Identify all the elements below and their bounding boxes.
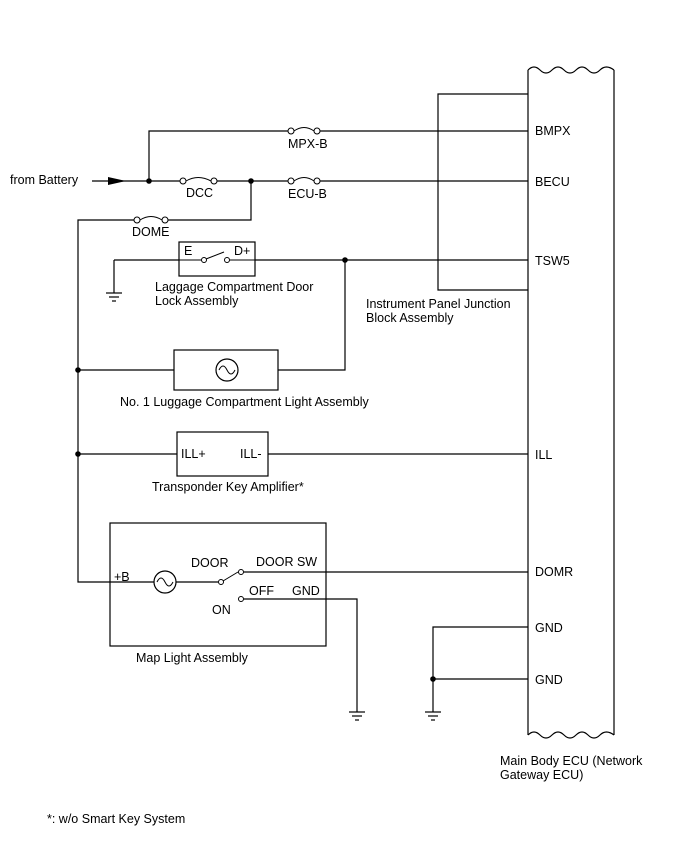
mpx-b-fuse — [287, 127, 321, 135]
footnote: *: w/o Smart Key System — [47, 812, 185, 826]
map-light-assembly — [109, 522, 327, 647]
tsw5-circuit — [106, 241, 528, 302]
ground-icon — [349, 711, 365, 721]
transponder-name: Transponder Key Amplifier* — [152, 480, 304, 494]
pin-b-plus-label: +B — [114, 570, 130, 584]
battery-label: from Battery — [10, 173, 79, 187]
terminal-gnd-2: GND — [535, 673, 563, 687]
pin-d-plus-label: D+ — [234, 244, 250, 258]
map-light-circuit — [109, 522, 528, 721]
switch-off-label: OFF — [249, 584, 274, 598]
transponder-key-amplifier — [176, 431, 269, 477]
becu-circuit — [92, 177, 528, 185]
battery-arrow-icon — [108, 177, 126, 185]
switch-icon — [179, 251, 255, 263]
pin-gnd-label: GND — [292, 584, 320, 598]
ground-icon — [106, 292, 122, 302]
bulb-icon — [215, 358, 239, 382]
mpx-b-fuse-label: MPX-B — [288, 137, 328, 151]
switch-icon — [218, 569, 244, 602]
pin-door-sw-label: DOOR SW — [256, 555, 317, 569]
ip-junction-block-outline — [437, 93, 528, 291]
terminal-becu: BECU — [535, 175, 570, 189]
ill-circuit — [78, 431, 528, 477]
ecu-ground-circuit — [425, 626, 528, 721]
ip-junction-name-line-1: Instrument Panel Junction — [366, 297, 511, 311]
ecu-b-fuse-label: ECU-B — [288, 187, 327, 201]
pin-e-label: E — [184, 244, 192, 258]
terminal-ill: ILL — [535, 448, 552, 462]
main-body-ecu-name-line-2: Gateway ECU) — [500, 768, 583, 782]
dome-fuse — [133, 216, 169, 224]
main-body-ecu-name-line-1: Main Body ECU (Network — [500, 754, 643, 768]
dcc-fuse-label: DCC — [186, 186, 213, 200]
terminal-tsw5: TSW5 — [535, 254, 570, 268]
terminal-domr: DOMR — [535, 565, 573, 579]
dcc-fuse — [179, 177, 218, 185]
luggage-light-name: No. 1 Luggage Compartment Light Assembly — [120, 395, 369, 409]
junction-dot — [146, 178, 152, 184]
door-lock-name-line-2: Lock Assembly — [155, 294, 239, 308]
switch-door-label: DOOR — [191, 556, 229, 570]
dome-fuse-label: DOME — [132, 225, 170, 239]
luggage-light-circuit — [78, 260, 346, 391]
ecu-b-fuse — [287, 177, 321, 185]
pin-ill-plus-label: ILL+ — [181, 447, 206, 461]
ground-icon — [425, 711, 441, 721]
luggage-light-assembly — [173, 349, 279, 391]
pin-ill-minus-label: ILL- — [240, 447, 262, 461]
dome-circuit — [75, 181, 252, 583]
switch-on-label: ON — [212, 603, 231, 617]
ip-junction-name-line-2: Block Assembly — [366, 311, 454, 325]
terminal-bmpx: BMPX — [535, 124, 571, 138]
bmpx-circuit — [148, 127, 528, 181]
junction-dot — [430, 676, 436, 682]
map-light-name: Map Light Assembly — [136, 651, 249, 665]
main-body-ecu — [527, 66, 615, 739]
door-lock-name-line-1: Laggage Compartment Door — [155, 280, 313, 294]
door-lock-assembly — [178, 241, 256, 277]
terminal-gnd-1: GND — [535, 621, 563, 635]
